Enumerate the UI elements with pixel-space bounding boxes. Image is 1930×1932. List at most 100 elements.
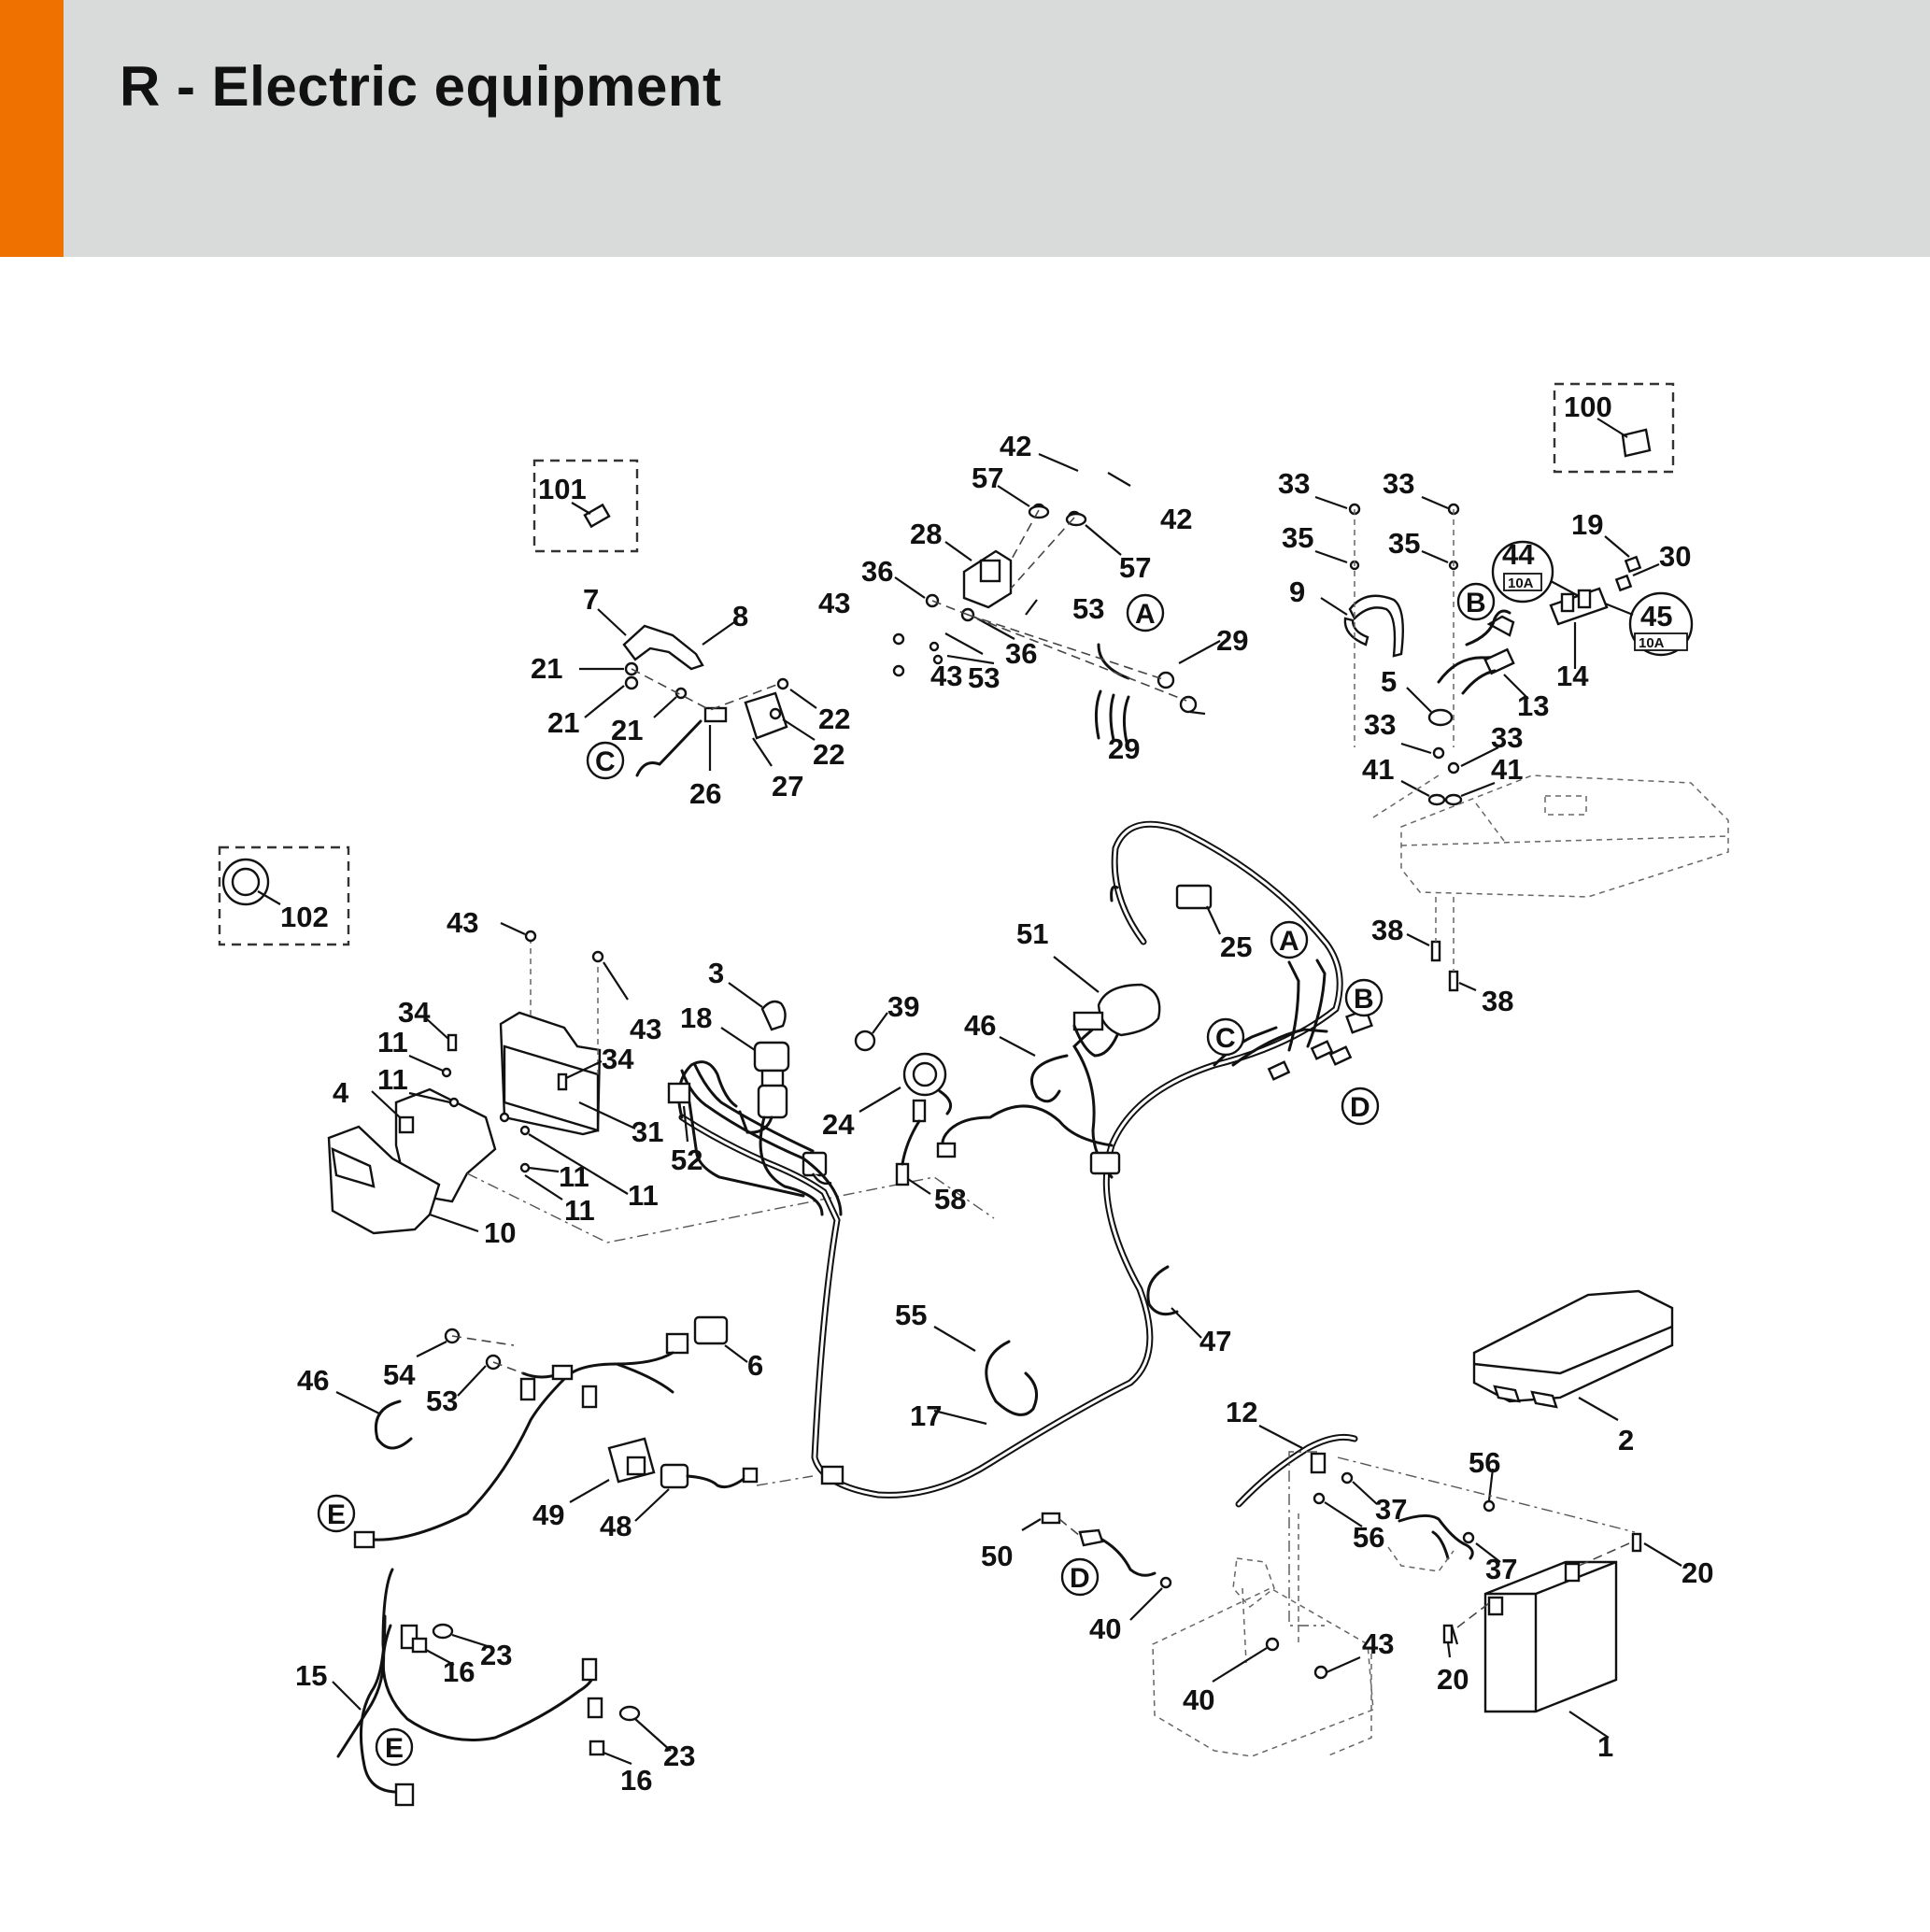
label-33b: 33 [1383, 467, 1414, 500]
label-102: 102 [280, 901, 329, 933]
callout-b-harness: B [1354, 984, 1374, 1015]
label-48: 48 [600, 1510, 632, 1542]
label-53a: 53 [1072, 592, 1104, 625]
label-33c: 33 [1364, 708, 1396, 741]
label-43c: 43 [447, 906, 478, 939]
label-46a: 46 [964, 1009, 996, 1042]
label-53c: 53 [426, 1385, 458, 1417]
callout-a-harness: A [1279, 926, 1299, 957]
part-labels: 1 2 3 4 5 6 7 8 9 10 11 11 11 11 11 12 1… [280, 391, 1713, 1797]
fuse-holder-assembly: 10A 10A [1314, 495, 1729, 898]
cable-ties [335, 1036, 1202, 1450]
battery-cover-2 [1472, 1289, 1674, 1421]
label-37b: 37 [1485, 1553, 1517, 1585]
label-51: 51 [1016, 917, 1048, 950]
label-10: 10 [484, 1216, 516, 1249]
label-100: 100 [1564, 391, 1612, 423]
battery-1 [1387, 1468, 1682, 1739]
label-22a: 22 [818, 703, 850, 735]
label-26: 26 [689, 777, 721, 810]
label-56a: 56 [1469, 1446, 1500, 1479]
optional-part-box-102 [218, 845, 350, 946]
label-21a: 21 [531, 652, 562, 685]
optional-part-box-100 [1553, 382, 1675, 474]
label-29b: 29 [1108, 732, 1140, 765]
label-50: 50 [981, 1540, 1013, 1572]
callout-d-harness: D [1350, 1092, 1370, 1123]
label-43a: 43 [818, 587, 850, 619]
label-33a: 33 [1278, 467, 1310, 500]
label-57a: 57 [972, 462, 1003, 494]
label-2: 2 [1618, 1424, 1634, 1456]
switch-bracket-assembly [892, 452, 1221, 744]
label-4: 4 [333, 1076, 349, 1109]
callout-b-top: B [1466, 588, 1486, 618]
label-35a: 35 [1282, 521, 1313, 554]
label-47: 47 [1199, 1325, 1231, 1357]
accent-bar [0, 0, 64, 257]
callout-c-harness: C [1215, 1023, 1236, 1054]
label-56b: 56 [1353, 1521, 1384, 1554]
label-23a: 23 [480, 1639, 512, 1671]
callout-a-top: A [1135, 599, 1156, 630]
label-28: 28 [910, 518, 942, 550]
label-33d: 33 [1491, 721, 1523, 754]
label-35b: 35 [1388, 527, 1420, 560]
label-29a: 29 [1216, 624, 1248, 657]
label-52: 52 [671, 1144, 702, 1176]
hour-meter-24 [854, 1012, 953, 1195]
label-55: 55 [895, 1299, 927, 1331]
label-6: 6 [747, 1349, 763, 1382]
label-16a: 16 [443, 1655, 475, 1688]
label-11d: 11 [564, 1194, 595, 1227]
label-11a: 11 [377, 1026, 408, 1058]
harness-15 [332, 1568, 672, 1807]
label-44: 44 [1502, 538, 1535, 571]
callout-c-top: C [595, 746, 616, 777]
label-8: 8 [732, 600, 748, 632]
label-20b: 20 [1437, 1663, 1469, 1696]
label-37a: 37 [1375, 1493, 1407, 1526]
label-18: 18 [680, 1002, 712, 1034]
label-1: 1 [1597, 1730, 1613, 1763]
label-20a: 20 [1682, 1556, 1713, 1589]
label-36a: 36 [861, 555, 893, 588]
label-21c: 21 [611, 714, 643, 746]
label-39: 39 [887, 990, 919, 1023]
label-38a: 38 [1371, 914, 1403, 946]
label-34b: 34 [602, 1043, 634, 1075]
label-19: 19 [1571, 508, 1603, 541]
label-43b: 43 [930, 660, 962, 692]
label-21b: 21 [547, 706, 579, 739]
page-title: R - Electric equipment [120, 55, 722, 118]
label-27: 27 [772, 770, 803, 803]
label-38b: 38 [1482, 985, 1513, 1017]
page-header: R - Electric equipment [0, 0, 1930, 257]
label-3: 3 [708, 957, 724, 989]
callout-d-ground: D [1070, 1563, 1090, 1594]
label-42a: 42 [1000, 430, 1031, 462]
label-57b: 57 [1119, 551, 1151, 584]
label-11e: 11 [628, 1179, 659, 1212]
label-5: 5 [1381, 665, 1397, 698]
label-101: 101 [538, 473, 587, 505]
wiring-harness-17 [677, 820, 1373, 1499]
label-22b: 22 [813, 738, 844, 771]
label-40a: 40 [1089, 1612, 1121, 1645]
optional-part-box-101 [532, 459, 639, 553]
label-45: 45 [1640, 600, 1672, 632]
label-11b: 11 [377, 1063, 408, 1096]
chassis-frame [1152, 1451, 1636, 1757]
callout-markers: A A B B C C D D E E [317, 582, 1496, 1767]
screws-38 [1406, 897, 1477, 992]
label-46b: 46 [297, 1364, 329, 1397]
buzzer-51 [1053, 884, 1221, 1058]
cable-12 [1235, 1425, 1378, 1527]
label-14: 14 [1556, 660, 1589, 692]
label-13: 13 [1517, 689, 1549, 722]
label-7: 7 [583, 583, 599, 616]
label-12: 12 [1226, 1396, 1257, 1428]
label-9: 9 [1289, 575, 1305, 608]
label-54: 54 [383, 1358, 416, 1391]
